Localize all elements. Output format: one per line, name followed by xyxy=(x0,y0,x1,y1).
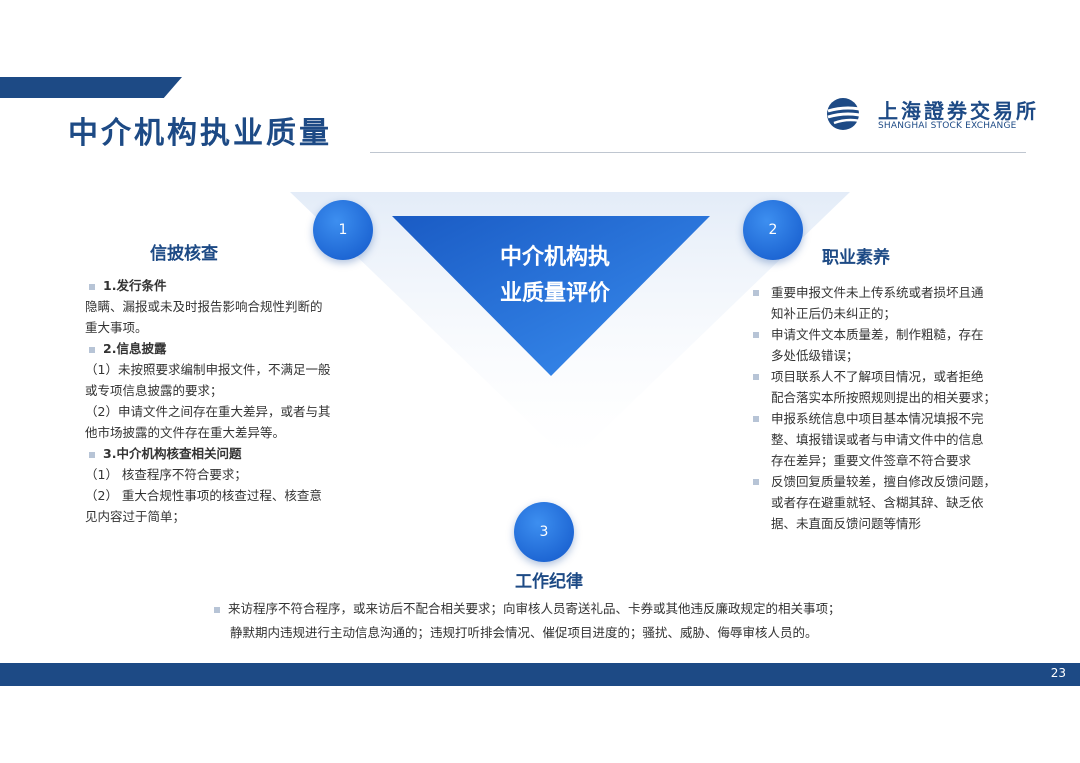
list-item: （1）未按照要求编制申报文件，不满足一般 xyxy=(85,362,331,377)
list-item-line: 或者存在避重就轻、含糊其辞、缺乏依 xyxy=(771,495,984,510)
list-item: 见内容过于简单； xyxy=(85,509,186,524)
logo-english-name: SHANGHAI STOCK EXCHANGE xyxy=(878,121,1017,131)
list-item-line: 据、未直面反馈问题等情形 xyxy=(771,516,922,531)
list-item-line: 知补正后仍未纠正的； xyxy=(771,306,897,321)
list-item-line: 申报系统信息中项目基本情况填报不完 xyxy=(771,411,984,426)
page-number: 23 xyxy=(1050,666,1066,680)
logo-chinese-name: 上海證券交易所 xyxy=(878,99,1039,123)
bullet-icon xyxy=(753,479,759,485)
list-item: 或专项信息披露的要求； xyxy=(85,383,223,398)
center-label: 中介机构执 业质量评价 xyxy=(470,240,640,312)
list-item: 他市场披露的文件存在重大差异等。 xyxy=(85,425,286,440)
list-item-line: 存在差异；重要文件签章不符合要求 xyxy=(771,453,972,468)
title-divider xyxy=(370,152,1026,153)
section-number-3: 3 xyxy=(514,502,574,562)
disclosure-content: 1.发行条件隐瞒、漏报或未及时报告影响合规性判断的重大事项。 2.信息披露 （1）未… xyxy=(85,275,365,527)
list-item-line: 申请文件文本质量差，制作粗糙，存在 xyxy=(771,327,984,342)
bullet-icon xyxy=(89,283,95,290)
list-item-line: 项目联系人不了解项目情况，或者拒绝 xyxy=(771,369,984,384)
list-item: 项目联系人不了解项目情况，或者拒绝配合落实本所按照规则提出的相关要求； xyxy=(751,366,1021,408)
section-title-professionalism: 职业素养 xyxy=(822,248,890,268)
page-title: 中介机构执业质量 xyxy=(68,116,332,151)
footer-bar: 23 xyxy=(0,663,1080,686)
bullet-icon xyxy=(753,374,759,380)
sse-logo: 上海證券交易所 SHANGHAI STOCK EXCHANGE xyxy=(826,95,1041,135)
list-item: 重要申报文件未上传系统或者损坏且通知补正后仍未纠正的； xyxy=(751,282,1021,324)
center-triangle xyxy=(392,216,710,376)
list-item: 来访程序不符合程序，或来访后不配合相关要求；向审核人员寄送礼品、卡券或其他违反廉… xyxy=(210,597,1010,621)
bullet-icon xyxy=(753,332,759,338)
list-item: 申请文件文本质量差，制作粗糙，存在多处低级错误； xyxy=(751,324,1021,366)
list-item: （2） 重大合规性事项的核查过程、核查意 xyxy=(85,488,322,503)
center-label-line1: 中介机构执 xyxy=(499,245,610,270)
discipline-content: 来访程序不符合程序，或来访后不配合相关要求；向审核人员寄送礼品、卡券或其他违反廉… xyxy=(210,597,1010,645)
subsection-heading: 1.发行条件 xyxy=(85,275,365,296)
list-item-line: 整、填报错误或者与申请文件中的信息 xyxy=(771,432,984,447)
header-accent-bar xyxy=(0,77,182,98)
list-item: （2）申请文件之间存在重大差异，或者与其 xyxy=(85,404,331,419)
section-title-discipline: 工作纪律 xyxy=(515,572,583,592)
bullet-icon xyxy=(753,416,759,422)
section-number-1: 1 xyxy=(313,200,373,260)
section-title-disclosure: 信披核查 xyxy=(150,244,218,264)
subsection-heading: 3.中介机构核查相关问题 xyxy=(85,443,365,464)
sse-logo-icon xyxy=(827,98,869,130)
list-item: 反馈回复质量较差，擅自修改反馈问题， 或者存在避重就轻、含糊其辞、缺乏依据、未直面… xyxy=(751,471,1021,534)
bullet-icon xyxy=(753,290,759,296)
list-item-line: 反馈回复质量较差，擅自修改反馈问题， xyxy=(771,474,997,489)
list-item-line: 多处低级错误； xyxy=(771,348,859,363)
professionalism-content: 重要申报文件未上传系统或者损坏且通知补正后仍未纠正的；申请文件文本质量差，制作粗… xyxy=(751,282,1021,534)
bullet-icon xyxy=(89,346,95,353)
bullet-icon xyxy=(89,451,95,458)
list-item-line: 配合落实本所按照规则提出的相关要求； xyxy=(771,390,997,405)
list-item-line: 重要申报文件未上传系统或者损坏且通 xyxy=(771,285,984,300)
list-item: （1） 核查程序不符合要求； xyxy=(85,467,247,482)
bullet-icon xyxy=(214,606,220,613)
list-item: 隐瞒、漏报或未及时报告影响合规性判断的 xyxy=(85,299,323,314)
list-item: 重大事项。 xyxy=(85,320,148,335)
list-item: 申报系统信息中项目基本情况填报不完整、填报错误或者与申请文件中的信息存在差异；重… xyxy=(751,408,1021,471)
list-item-continuation: 静默期内违规进行主动信息沟通的；违规打听排会情况、催促项目进度的；骚扰、威胁、侮… xyxy=(230,625,818,640)
section-number-2: 2 xyxy=(743,200,803,260)
subsection-heading: 2.信息披露 xyxy=(85,338,365,359)
center-label-line2: 业质量评价 xyxy=(499,281,610,306)
